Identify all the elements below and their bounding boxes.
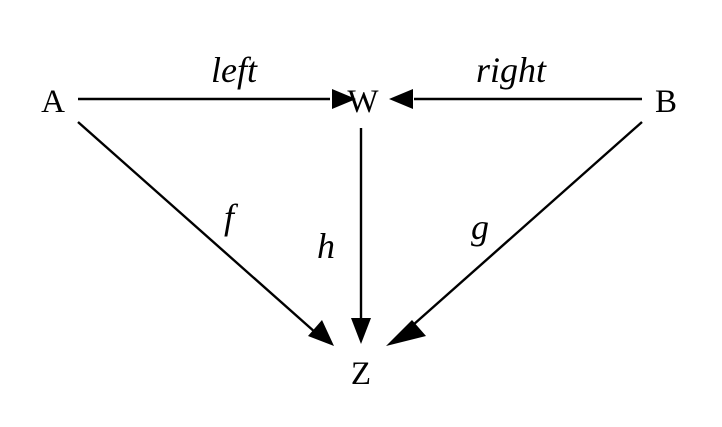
edge-label-h: h xyxy=(317,226,335,266)
edge-label-g: g xyxy=(471,207,489,247)
edge-label-right: right xyxy=(476,50,547,90)
edge-w-to-z xyxy=(351,128,371,344)
node-b-label: B xyxy=(655,84,677,120)
arrowhead-a-to-z xyxy=(308,320,334,346)
edge-a-to-z xyxy=(77,121,334,346)
edge-b-to-w xyxy=(389,89,642,109)
node-a-label: A xyxy=(41,84,65,120)
edge-label-left: left xyxy=(211,50,258,90)
arrowhead-b-to-w xyxy=(389,89,413,109)
edge-b-to-z xyxy=(386,121,643,346)
edge-a-to-w xyxy=(78,89,356,109)
arrowhead-b-to-z xyxy=(386,320,426,346)
node-z-label: Z xyxy=(351,356,371,392)
arrowhead-w-to-z xyxy=(351,318,371,344)
edge-label-f: f xyxy=(224,197,239,237)
node-w-label: W xyxy=(347,84,379,120)
arrowhead-a-to-w xyxy=(332,89,356,109)
